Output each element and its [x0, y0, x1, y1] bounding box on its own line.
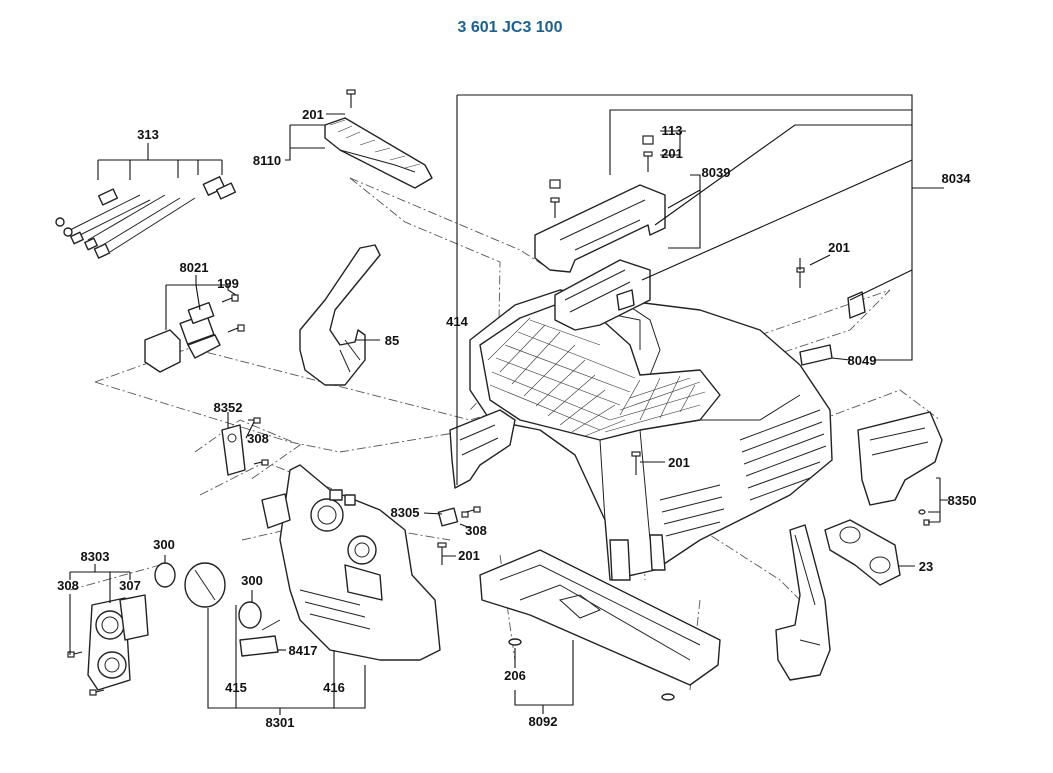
- label-201-b: 201: [661, 146, 683, 161]
- socket-8303: [87, 594, 149, 691]
- hook-85: [299, 244, 381, 386]
- label-8092: 8092: [529, 714, 558, 729]
- screw-308-socket: [67, 651, 83, 658]
- label-414: 414: [446, 314, 468, 329]
- switch-assembly-8021: [144, 301, 221, 373]
- label-8303: 8303: [81, 549, 110, 564]
- label-300-a: 300: [153, 537, 175, 552]
- knob-300-a: [154, 562, 226, 608]
- label-113: 113: [662, 123, 683, 138]
- washer-206-b: [661, 693, 675, 701]
- screw-308-d: [461, 511, 469, 518]
- screw-201-top: [346, 89, 356, 108]
- label-415: 415: [225, 680, 247, 695]
- label-8049: [799, 344, 833, 366]
- leader-lines: [69, 94, 948, 715]
- label-8049: 8049: [848, 353, 877, 368]
- label-8034: 8034: [942, 171, 972, 186]
- label-8417: 8417: [289, 643, 318, 658]
- label-8301: 8301: [266, 715, 295, 730]
- clip-23: [824, 519, 901, 586]
- label-308-a: 308: [247, 431, 269, 446]
- label-8350: 8350: [948, 493, 977, 508]
- label-201-right: 201: [828, 240, 850, 255]
- front-panel-416: [279, 464, 441, 661]
- knob-300-b: [238, 601, 262, 629]
- screw-8350-a: [918, 509, 926, 515]
- label-8110: 8110: [253, 153, 281, 168]
- washer-206-a: [508, 638, 522, 646]
- screw-308-a: [248, 417, 261, 424]
- label-308-c: 308: [57, 578, 79, 593]
- hose-hanger: [775, 524, 831, 681]
- hose-bracket-8350: [857, 411, 943, 506]
- label-8039: 8039: [702, 165, 731, 180]
- screw-201-d: [550, 197, 560, 218]
- small-bracket: [847, 291, 866, 319]
- label-8352: 8352: [214, 400, 243, 415]
- screw-113: [642, 135, 654, 145]
- label-201-e: 201: [458, 548, 480, 563]
- screw-201-right: [796, 267, 805, 288]
- screw-201-housing: [631, 451, 641, 475]
- label-308-b: 308: [465, 523, 487, 538]
- main-housing-8034: [469, 289, 833, 581]
- label-85: 85: [385, 333, 399, 348]
- screw-201-b: [643, 151, 653, 172]
- screw-201-c: [549, 179, 561, 189]
- part-number-labels: 313 201 8110 113 201 8039 8034 8021 199 …: [57, 107, 976, 730]
- diagram-title: 3 601 JC3 100: [458, 19, 563, 36]
- filter-cover-8039: [534, 184, 666, 331]
- label-206: 206: [504, 668, 526, 683]
- switch-8305: [261, 493, 459, 529]
- label-307: 307: [119, 578, 141, 593]
- small-plate: [616, 289, 635, 311]
- label-8021: 8021: [180, 260, 209, 275]
- screw-201-e: [437, 542, 447, 565]
- label-416: 416: [323, 680, 345, 695]
- label-8417: [239, 619, 281, 657]
- cable-set-313: [55, 176, 237, 259]
- gasket-414: [449, 409, 516, 489]
- handle-8110: [324, 117, 433, 189]
- label-313: 313: [137, 127, 159, 142]
- label-201-top: 201: [302, 107, 324, 122]
- label-8305: 8305: [391, 505, 420, 520]
- screw-308-c: [465, 506, 481, 513]
- bracket-8352: [221, 424, 246, 476]
- base-plate-8092: [479, 549, 721, 686]
- screw-308-b: [253, 459, 269, 466]
- label-300-b: 300: [241, 573, 263, 588]
- screw-8303: [89, 689, 105, 696]
- label-199: 199: [217, 276, 239, 291]
- label-23: 23: [919, 559, 933, 574]
- label-201-housing: 201: [668, 455, 690, 470]
- screw-199: [221, 294, 239, 303]
- screw-8021: [227, 324, 245, 333]
